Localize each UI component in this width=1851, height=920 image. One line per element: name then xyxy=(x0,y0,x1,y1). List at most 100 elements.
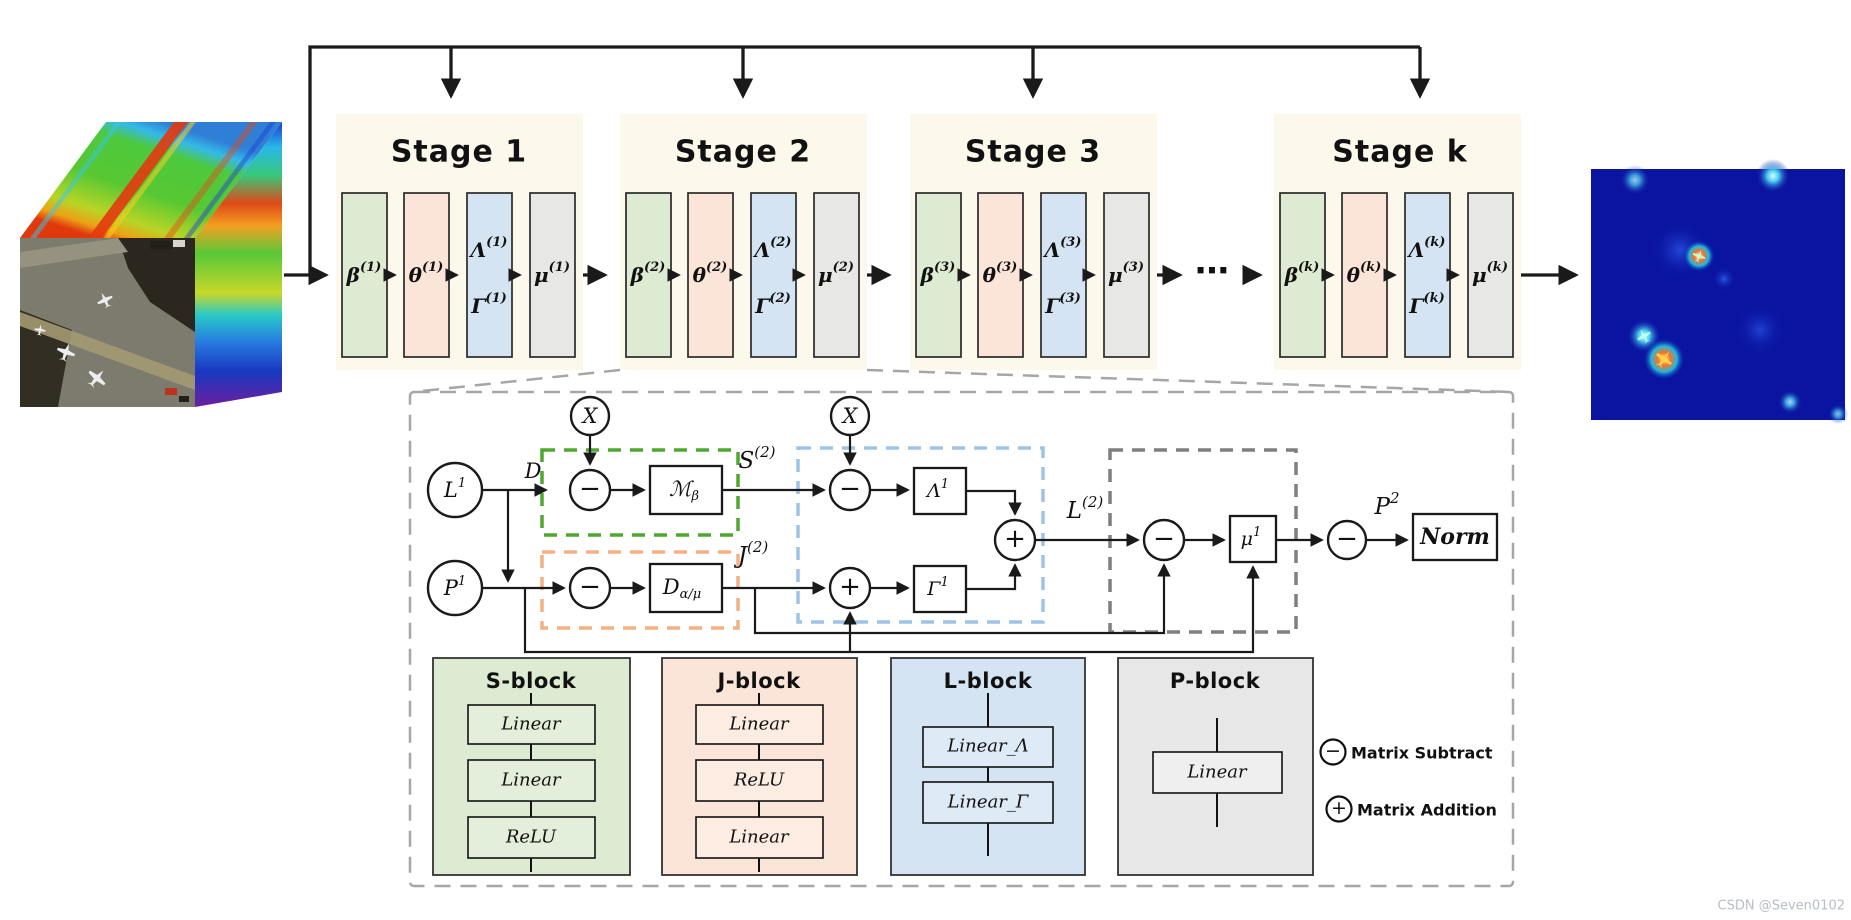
svg-text:P1: P1 xyxy=(443,574,466,601)
svg-text:Γ(3): Γ(3) xyxy=(1044,291,1081,319)
subtract-op-1 xyxy=(568,468,612,512)
svg-text:Linear: Linear xyxy=(500,714,562,735)
svg-text:−: − xyxy=(1153,524,1175,554)
add-op-2 xyxy=(993,518,1037,562)
svg-text:θ(2): θ(2) xyxy=(693,260,728,288)
svg-text:β(3): β(3) xyxy=(920,260,956,288)
svg-text:−: − xyxy=(579,474,601,504)
svg-text:Linear: Linear xyxy=(728,827,790,848)
stage-panel-3: Stage 3 β(3) θ(3) Λ(3) Γ(3) μ(3) xyxy=(910,114,1157,370)
matrix-addition-icon xyxy=(1325,795,1353,823)
s-block-dashed-box xyxy=(540,448,740,537)
svg-text:−: − xyxy=(1336,524,1358,554)
gamma1-box xyxy=(912,564,968,614)
j2-label: J(2) xyxy=(734,538,769,569)
svg-text:ReLU: ReLU xyxy=(733,770,785,791)
d-alpha-mu-box xyxy=(648,562,724,614)
stage-k-title: Stage k xyxy=(1332,135,1467,170)
stage-panel-k: Stage k β(k) θ(k) Λ(k) Γ(k) μ(k) xyxy=(1274,114,1521,370)
svg-text:Λ(1): Λ(1) xyxy=(469,235,508,263)
lambda-gamma-layer-bar xyxy=(750,192,797,358)
j-block-dashed-box xyxy=(540,550,740,630)
stage-detail-diagram: L1 P1 X X − − − + + − − ℳβ Dα/μ Λ1 Γ1 μ1… xyxy=(408,368,1515,888)
stage-3-title: Stage 3 xyxy=(965,135,1101,170)
stage-panel-2: Stage 2 β(2) θ(2) Λ(2) Γ(2) μ(2) xyxy=(620,114,867,370)
svg-text:J-block: J-block xyxy=(715,669,801,693)
svg-text:ReLU: ReLU xyxy=(505,827,557,848)
svg-text:Λ(3): Λ(3) xyxy=(1043,235,1082,263)
svg-text:μ(2): μ(2) xyxy=(818,260,854,288)
norm-box xyxy=(1411,512,1499,562)
svg-text:Norm: Norm xyxy=(1419,524,1490,550)
theta-layer-bar xyxy=(687,192,734,358)
svg-text:Linear_Γ: Linear_Γ xyxy=(947,792,1030,813)
svg-text:−: − xyxy=(839,474,861,504)
svg-text:μ(1): μ(1) xyxy=(534,260,570,288)
svg-text:Linear: Linear xyxy=(728,714,790,735)
svg-text:L-block: L-block xyxy=(944,669,1033,693)
svg-text:β(2): β(2) xyxy=(630,260,666,288)
x-input-node-1 xyxy=(569,395,611,437)
p-block-panel: P-block Linear xyxy=(1117,657,1314,876)
svg-text:Λ(k): Λ(k) xyxy=(1407,235,1446,263)
mu-layer-bar xyxy=(1103,192,1150,358)
p2-label: P2 xyxy=(1373,489,1399,520)
svg-text:+: + xyxy=(1004,524,1026,554)
add-op-1 xyxy=(828,566,872,610)
detection-map-image xyxy=(1591,159,1848,424)
subtract-op-5 xyxy=(1326,519,1368,561)
subtract-op-2 xyxy=(828,468,872,512)
svg-text:+: + xyxy=(839,572,861,602)
svg-text:θ(k): θ(k) xyxy=(1347,260,1382,288)
svg-text:Γ(k): Γ(k) xyxy=(1408,291,1445,319)
stage-2-title: Stage 2 xyxy=(675,135,811,170)
svg-text:ℳβ: ℳβ xyxy=(669,477,699,504)
lambda-gamma-layer-bar xyxy=(466,192,513,358)
svg-text:μ1: μ1 xyxy=(1241,525,1262,551)
d-matrix-label: D xyxy=(524,459,542,483)
aerial-photo-face xyxy=(20,238,195,407)
lambda-gamma-layer-bar xyxy=(1404,192,1451,358)
svg-text:Λ(2): Λ(2) xyxy=(753,235,792,263)
detail-flow-lines xyxy=(482,435,1409,654)
mu-layer-bar xyxy=(529,192,576,358)
svg-text:Γ(2): Γ(2) xyxy=(754,291,791,319)
subtract-op-3 xyxy=(568,566,612,610)
svg-text:Linear: Linear xyxy=(500,770,562,791)
svg-text:β(1): β(1) xyxy=(346,260,382,288)
svg-text:X: X xyxy=(581,404,599,428)
lambda1-box xyxy=(912,466,968,516)
svg-text:P-block: P-block xyxy=(1170,669,1261,693)
svg-text:Λ1: Λ1 xyxy=(925,477,949,503)
svg-text:Dα/μ: Dα/μ xyxy=(662,575,701,602)
svg-text:+: + xyxy=(1331,797,1347,819)
m-beta-box xyxy=(648,464,724,516)
svg-text:Linear_Λ: Linear_Λ xyxy=(946,736,1028,757)
svg-text:S-block: S-block xyxy=(486,669,577,693)
main-chain-arrows: ⋯ xyxy=(284,251,1579,291)
mu-layer-bar xyxy=(1467,192,1514,358)
svg-text:X: X xyxy=(841,404,859,428)
matrix-subtract-icon xyxy=(1319,738,1347,766)
skip-connection-lines xyxy=(308,45,1431,275)
svg-text:θ(1): θ(1) xyxy=(409,260,444,288)
subtract-op-4 xyxy=(1142,518,1186,562)
stage-1-title: Stage 1 xyxy=(391,135,527,170)
svg-text:Linear: Linear xyxy=(1186,762,1248,783)
svg-text:β(k): β(k) xyxy=(1284,260,1320,288)
svg-text:L1: L1 xyxy=(443,476,466,503)
beta-layer-bar xyxy=(915,192,962,358)
j-block-panel: J-block Linear ReLU Linear xyxy=(661,657,858,876)
svg-text:−: − xyxy=(1325,740,1341,762)
matrix-subtract-label: Matrix Subtract xyxy=(1351,744,1493,763)
watermark: CSDN @Seven0102 xyxy=(1718,899,1845,914)
s-block-panel: S-block Linear Linear ReLU xyxy=(432,657,631,876)
stage-panel-1: Stage 1 β(1) θ(1) Λ(1) Γ(1) μ(1) xyxy=(336,114,583,370)
mu-layer-bar xyxy=(813,192,860,358)
svg-text:θ(3): θ(3) xyxy=(983,260,1018,288)
svg-text:−: − xyxy=(579,572,601,602)
hyperspectral-cube-image xyxy=(20,122,282,407)
l1-node xyxy=(426,461,484,519)
